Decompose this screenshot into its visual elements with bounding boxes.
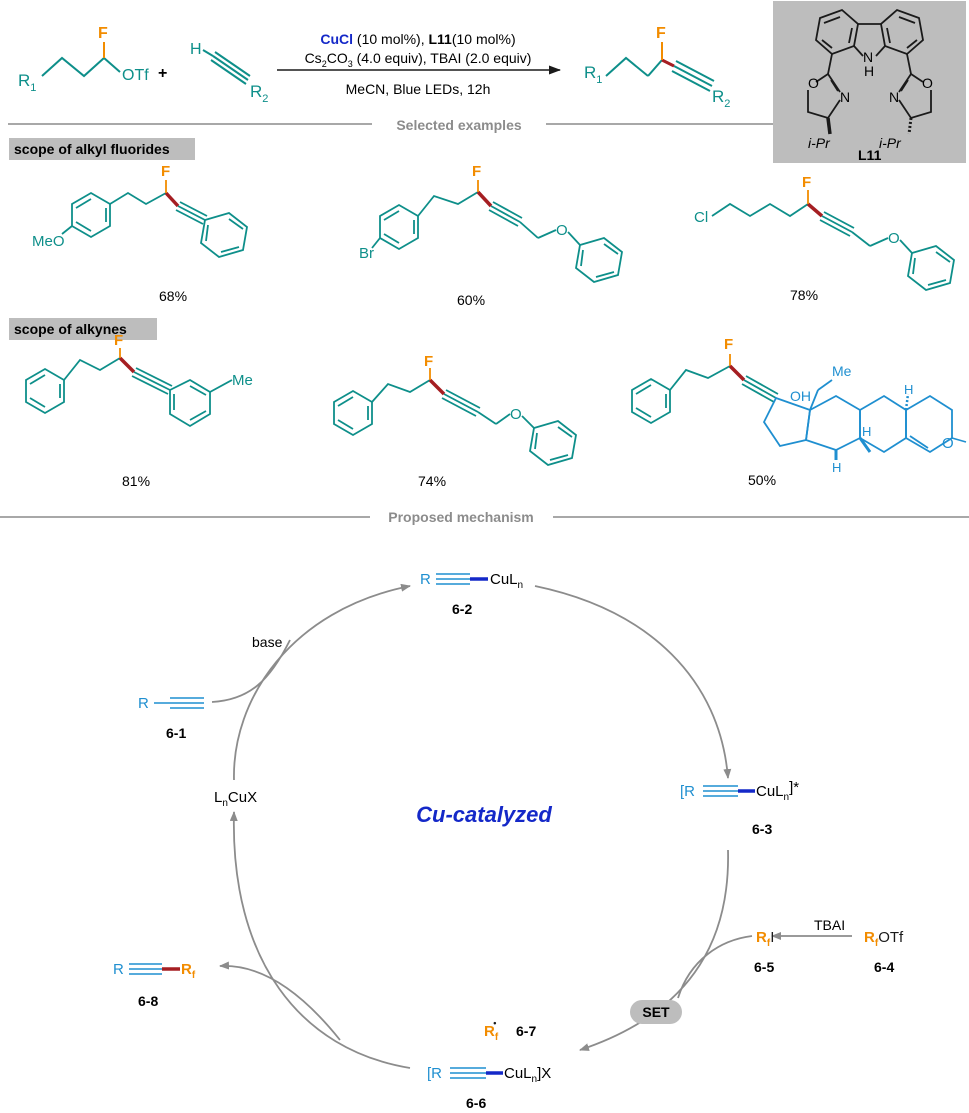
catalytic-cycle-arrows — [211, 583, 852, 1069]
label-6-6: 6-6 — [466, 1095, 486, 1111]
svg-text:[R: [R — [427, 1065, 442, 1082]
alkyl-ex2-oxygen: O — [556, 222, 568, 239]
steroid-oh: OH — [790, 388, 811, 404]
ligand-nh-n: N — [863, 49, 873, 65]
tbai-label: TBAI — [814, 917, 845, 933]
alkyne-h: H — [190, 41, 202, 58]
conditions-line-3: MeCN, Blue LEDs, 12h — [346, 81, 491, 97]
label-6-2: 6-2 — [452, 601, 472, 617]
svg-text:R: R — [138, 695, 149, 712]
compound-6-2: R CuLn — [420, 571, 523, 591]
ligand-n-left: N — [840, 89, 850, 105]
ligand-o-left: O — [808, 75, 819, 91]
lncux-label: LnCuX — [214, 789, 257, 809]
alkyne-example-2 — [333, 368, 577, 466]
ligand-label: L11 — [858, 147, 882, 163]
reactant-alkyne — [202, 49, 251, 85]
compound-6-4: RfOTf — [864, 929, 904, 949]
product-r1: R1 — [584, 63, 602, 86]
svg-text:R: R — [113, 961, 124, 978]
yield-alkyne-1: 81% — [122, 473, 150, 489]
alkyl-ex3-oxygen: O — [888, 230, 900, 247]
conditions-line-2: Cs2CO3 (4.0 equiv), TBAI (2.0 equiv) — [305, 50, 532, 69]
svg-text:[R: [R — [680, 783, 695, 800]
conditions-line-1: CuCl (10 mol%), L11(10 mol%) — [320, 31, 515, 47]
scope-alkynes-header: scope of alkynes — [14, 321, 127, 337]
set-label: SET — [642, 1004, 670, 1020]
alkyne-r2: R2 — [250, 82, 268, 105]
scope-alkyl-header: scope of alkyl fluorides — [14, 141, 170, 157]
product-r2: R2 — [712, 87, 730, 110]
ligand-o-right: O — [922, 75, 933, 91]
yield-alkyne-3: 50% — [748, 472, 776, 488]
ligand-nh-h: H — [864, 63, 874, 79]
label-6-3: 6-3 — [752, 821, 772, 837]
ligand-n-right: N — [889, 89, 899, 105]
compound-6-8: R Rf — [113, 961, 196, 981]
steroid-h-2: H — [904, 382, 913, 397]
alkyl-ex3-fluorine: F — [802, 174, 811, 191]
ligand-l11-structure — [807, 8, 932, 135]
yield-alkyl-3: 78% — [790, 287, 818, 303]
reactant-alkyl-triflate — [41, 42, 121, 78]
compound-6-6: [R CuLn]X — [427, 1065, 551, 1085]
yield-alkyl-1: 68% — [159, 288, 187, 304]
yield-alkyl-2: 60% — [457, 292, 485, 308]
alkyl-example-3 — [711, 190, 955, 291]
product-structure — [605, 42, 715, 92]
svg-text:R: R — [420, 571, 431, 588]
selected-examples-label: Selected examples — [396, 117, 522, 133]
alkyl-ex1-fluorine: F — [161, 163, 170, 180]
steroid-h-1: H — [862, 424, 871, 439]
ligand-ipr-left: i-Pr — [808, 135, 831, 151]
alkyne-ex2-oxygen: O — [510, 406, 522, 423]
steroid-me: Me — [832, 363, 852, 379]
svg-text:Rf: Rf — [181, 961, 196, 981]
steroid-h-3: H — [832, 460, 841, 475]
label-6-4: 6-4 — [874, 959, 894, 975]
alkyl-example-2 — [371, 180, 623, 283]
yield-alkyne-2: 74% — [418, 473, 446, 489]
base-label: base — [252, 634, 283, 650]
methyl-label: Me — [232, 372, 253, 389]
compound-6-7: Rf• — [484, 1018, 499, 1043]
alkyne-ex2-fluorine: F — [424, 353, 433, 370]
compound-6-3: [R CuLn]* — [680, 779, 799, 803]
proposed-mechanism-label: Proposed mechanism — [388, 509, 534, 525]
label-6-7: 6-7 — [516, 1023, 536, 1039]
compound-6-5: RfI — [756, 929, 774, 949]
reactant-otf: OTf — [122, 67, 149, 84]
ligand-box — [773, 1, 966, 163]
compound-6-1: R — [138, 695, 204, 712]
plus-sign: + — [158, 65, 167, 82]
cl-label: Cl — [694, 209, 708, 226]
label-6-5: 6-5 — [754, 959, 774, 975]
alkyl-example-1 — [61, 180, 248, 258]
scope-alkynes-header-bg — [9, 318, 157, 340]
reactant-r1: R1 — [18, 71, 36, 94]
alkyne-example-1 — [25, 348, 233, 428]
label-6-8: 6-8 — [138, 993, 158, 1009]
br-label: Br — [359, 245, 374, 262]
ligand-ipr-right: i-Pr — [879, 135, 902, 151]
alkyne-ex3-fluorine: F — [724, 336, 733, 353]
cu-catalyzed-label: Cu-catalyzed — [416, 802, 552, 827]
product-fluorine: F — [656, 25, 666, 42]
set-badge — [630, 1000, 682, 1024]
svg-text:CuLn]X: CuLn]X — [504, 1065, 551, 1085]
reactant-fluorine: F — [98, 25, 108, 42]
svg-text:CuLn: CuLn — [490, 571, 523, 591]
meo-label: MeO — [32, 233, 65, 250]
steroid-ketone-o: O — [942, 435, 954, 452]
alkyl-ex2-fluorine: F — [472, 163, 481, 180]
svg-text:CuLn]*: CuLn]* — [756, 779, 799, 803]
label-6-1: 6-1 — [166, 725, 186, 741]
alkyne-ex1-fluorine: F — [114, 332, 123, 349]
scope-alkyl-header-bg — [9, 138, 195, 160]
alkyne-example-3-steroid — [631, 354, 967, 460]
